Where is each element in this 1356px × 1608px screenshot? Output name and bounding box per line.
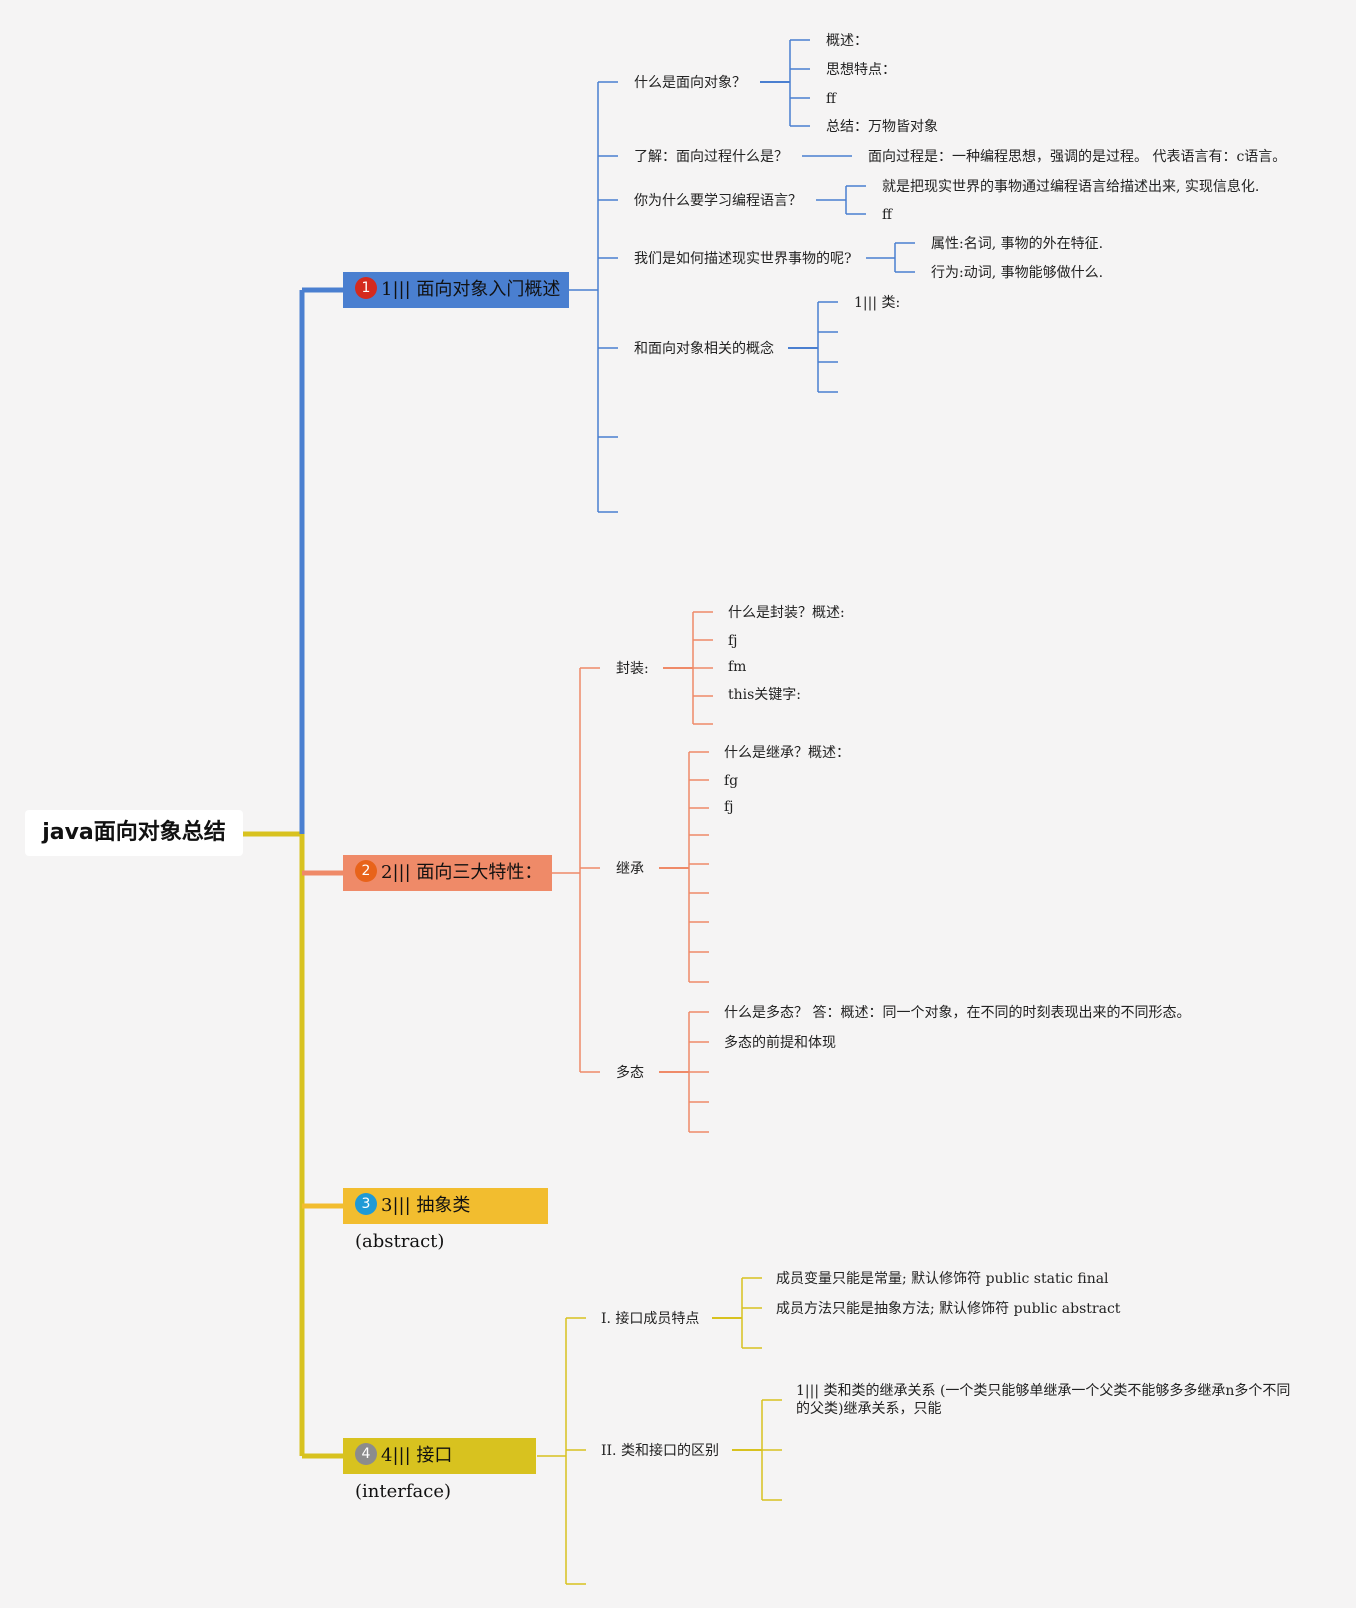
number-badge-2: 2 (355, 860, 377, 882)
topic-label: 2||| 面向三大特性： (381, 862, 543, 883)
node-polymorphism-premise[interactable]: 多态的前提和体现 (724, 1035, 836, 1051)
subtopic-interface-members[interactable]: I. 接口成员特点 (601, 1311, 700, 1327)
node-class-inheritance-relation[interactable]: 1||| 类和类的继承关系 (一个类只能够单继承一个父类不能够多多继承n多个不同… (796, 1383, 1291, 1417)
subtopic-procedural[interactable]: 了解：面向过程什么是？ (634, 149, 788, 165)
topic-label: 3||| 抽象类(abstract) (355, 1195, 471, 1252)
subtopic-describe-world[interactable]: 我们是如何描述现实世界事物的呢? (634, 251, 852, 267)
node-what-is-inheritance[interactable]: 什么是继承？概述： (724, 745, 850, 761)
subtopic-polymorphism[interactable]: 多态 (616, 1065, 644, 1081)
node-member-methods[interactable]: 成员方法只能是抽象方法; 默认修饰符 public abstract (776, 1301, 1121, 1317)
number-badge-4: 4 (355, 1443, 377, 1465)
topic-label: 1||| 面向对象入门概述 (381, 279, 561, 300)
node-procedural-def[interactable]: 面向过程是：一种编程思想，强调的是过程。 代表语言有：c语言。 (868, 149, 1287, 165)
node-class[interactable]: 1||| 类: (854, 295, 901, 311)
subtopic-class-vs-interface[interactable]: II. 类和接口的区别 (601, 1443, 719, 1459)
node-overview[interactable]: 概述： (826, 33, 868, 49)
node-fg[interactable]: fg (724, 773, 739, 789)
node-summary[interactable]: 总结：万物皆对象 (826, 119, 938, 135)
subtopic-why-learn[interactable]: 你为什么要学习编程语言？ (634, 193, 802, 209)
number-badge-1: 1 (355, 277, 377, 299)
node-why-learn-answer[interactable]: 就是把现实世界的事物通过编程语言给描述出来, 实现信息化. (882, 179, 1260, 195)
subtopic-oop-concepts[interactable]: 和面向对象相关的概念 (634, 341, 774, 357)
node-what-is-encapsulation[interactable]: 什么是封装？概述: (728, 605, 845, 621)
node-what-is-polymorphism[interactable]: 什么是多态？ 答：概述：同一个对象，在不同的时刻表现出来的不同形态。 (724, 1005, 1191, 1021)
node-fj[interactable]: fj (728, 633, 738, 649)
root-topic[interactable]: java面向对象总结 (25, 810, 243, 856)
node-this-keyword[interactable]: this关键字: (728, 687, 802, 703)
subtopic-inheritance[interactable]: 继承 (616, 861, 644, 877)
node-thought-features[interactable]: 思想特点： (826, 62, 896, 78)
topic-label: 4||| 接口(interface) (355, 1445, 453, 1502)
node-fm[interactable]: fm (728, 659, 747, 675)
node-member-variables[interactable]: 成员变量只能是常量; 默认修饰符 public static final (776, 1271, 1109, 1287)
node-ff[interactable]: ff (882, 207, 892, 223)
node-behavior[interactable]: 行为:动词, 事物能够做什么. (931, 265, 1104, 281)
subtopic-encapsulation[interactable]: 封装: (616, 661, 649, 677)
number-badge-3: 3 (355, 1193, 377, 1215)
subtopic-what-is-oop[interactable]: 什么是面向对象？ (634, 75, 746, 91)
node-attribute[interactable]: 属性:名词, 事物的外在特征. (931, 236, 1104, 252)
node-fj[interactable]: fj (724, 799, 734, 815)
node-ff[interactable]: ff (826, 91, 836, 107)
